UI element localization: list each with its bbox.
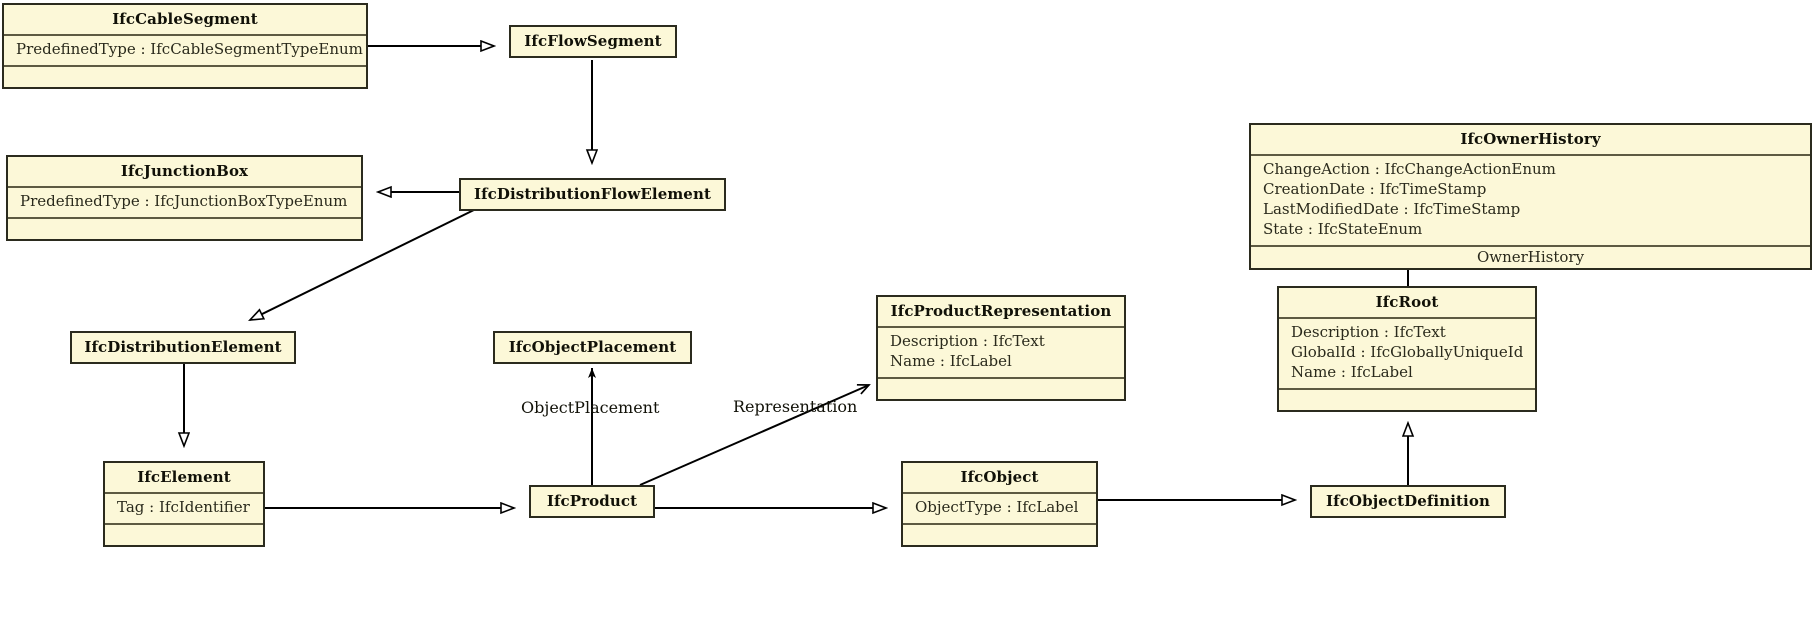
class-name: IfcCableSegment — [112, 10, 258, 28]
class-attribute: State : IfcStateEnum — [1263, 219, 1423, 238]
class-name: IfcDistributionFlowElement — [473, 185, 711, 203]
attribute-compartment: PredefinedType : IfcJunctionBoxTypeEnum — [8, 188, 361, 217]
edge-label: Representation — [733, 397, 858, 416]
class-attribute: ChangeAction : IfcChangeActionEnum — [1263, 160, 1556, 178]
class-name: IfcJunctionBox — [120, 162, 249, 180]
operations-compartment — [903, 525, 1096, 545]
class-name: IfcProduct — [546, 492, 638, 510]
class-attribute: PredefinedType : IfcJunctionBoxTypeEnum — [20, 192, 348, 210]
class-name: IfcRoot — [1375, 293, 1439, 311]
class-box-ifcflowsegment[interactable]: IfcFlowSegment — [509, 25, 677, 58]
operations-compartment — [8, 219, 361, 239]
operations-compartment — [1279, 390, 1535, 410]
class-name: IfcProductRepresentation — [890, 302, 1112, 320]
class-name: IfcDistributionElement — [84, 338, 282, 356]
class-name: IfcFlowSegment — [524, 32, 662, 50]
compartment-separator — [105, 522, 263, 525]
class-attribute: ObjectType : IfcLabel — [915, 498, 1079, 516]
compartment-separator — [8, 186, 361, 188]
compartment-separator — [4, 34, 366, 36]
attribute-compartment: PredefinedType : IfcCableSegmentTypeEnum — [4, 36, 366, 65]
class-attribute: GlobalId : IfcGloballyUniqueId — [1291, 342, 1524, 361]
class-box-ifcdistributionflowelement[interactable]: IfcDistributionFlowElement — [459, 178, 726, 211]
compartment-separator — [105, 492, 263, 494]
compartment-separator — [903, 522, 1096, 525]
class-attribute: Description : IfcText — [1291, 323, 1446, 341]
class-name: IfcOwnerHistory — [1460, 130, 1601, 148]
attribute-compartment: ObjectType : IfcLabel — [903, 494, 1096, 523]
compartment-separator — [4, 64, 366, 67]
compartment-separator — [1251, 154, 1810, 156]
operations-compartment — [105, 525, 263, 545]
association-role-label: OwnerHistory — [1476, 247, 1585, 266]
operations-compartment — [4, 67, 366, 87]
class-attribute: PredefinedType : IfcCableSegmentTypeEnum — [16, 40, 363, 58]
compartment-separator — [903, 492, 1096, 494]
compartment-separator — [1279, 387, 1535, 390]
class-name: IfcObject — [960, 468, 1039, 486]
edge-label: ObjectPlacement — [521, 398, 660, 417]
class-attribute: LastModifiedDate : IfcTimeStamp — [1263, 199, 1521, 218]
class-box-ifcobjectplacement[interactable]: IfcObjectPlacement — [493, 331, 692, 364]
compartment-separator — [1279, 317, 1535, 319]
compartment-separator — [8, 216, 361, 219]
class-attribute: Name : IfcLabel — [890, 351, 1012, 370]
class-box-ifcproduct[interactable]: IfcProduct — [529, 485, 655, 518]
class-box-ifcdistributionelement[interactable]: IfcDistributionElement — [70, 331, 296, 364]
class-attribute: CreationDate : IfcTimeStamp — [1263, 179, 1487, 198]
class-attribute: Description : IfcText — [890, 332, 1045, 350]
class-attribute: Tag : IfcIdentifier — [117, 498, 250, 516]
compartment-separator — [1251, 244, 1810, 247]
compartment-separator — [878, 376, 1124, 379]
attribute-compartment: Tag : IfcIdentifier — [105, 494, 263, 523]
compartment-separator — [878, 326, 1124, 328]
class-box-ifcobjectdefinition[interactable]: IfcObjectDefinition — [1310, 485, 1506, 518]
class-attribute: Name : IfcLabel — [1291, 362, 1413, 381]
class-name: IfcObjectPlacement — [508, 338, 677, 356]
class-name: IfcElement — [137, 468, 231, 486]
operations-compartment — [878, 379, 1124, 399]
class-name: IfcObjectDefinition — [1326, 492, 1490, 510]
